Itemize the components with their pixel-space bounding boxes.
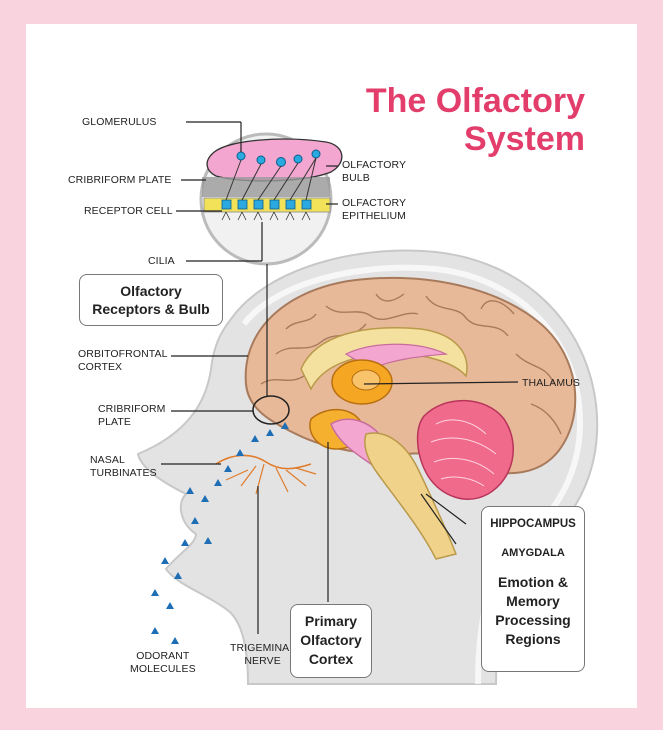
label-cribriform-plate: CRIBRIFORM PLATE [98,403,166,429]
label-glomerulus: GLOMERULUS [82,116,157,129]
box-primary-olfactory-cortex: Primary Olfactory Cortex [290,604,372,678]
label-receptor-cell: RECEPTOR CELL [84,205,173,218]
label-amygdala: AMYGDALA [482,546,584,561]
label-odorant-molecules: ODORANT MOLECULES [130,650,196,676]
box-olfactory-receptors-bulb: Olfactory Receptors & Bulb [79,274,223,326]
label-orbitofrontal-cortex: ORBITOFRONTAL CORTEX [78,348,168,374]
label-cribriform-plate-inset: CRIBRIFORM PLATE [68,174,172,187]
label-cilia: CILIA [148,255,175,268]
title-line-2: System [366,120,585,158]
diagram-frame: The Olfactory System GLOMERULUS CRIBRIFO… [26,24,637,708]
label-olfactory-bulb: OLFACTORY BULB [342,159,406,185]
page-title: The Olfactory System [366,82,585,158]
title-line-1: The Olfactory [366,82,585,120]
label-olfactory-epithelium: OLFACTORY EPITHELIUM [342,197,406,223]
label-trigeminal-nerve: TRIGEMINAL NERVE [230,642,295,668]
label-nasal-turbinates: NASAL TURBINATES [90,454,157,480]
label-hippocampus: HIPPOCAMPUS [482,517,584,532]
thalamus-inner [352,370,380,390]
label-thalamus: THALAMUS [522,377,580,390]
inset-olfactory-bulb [207,139,342,181]
box-emotion-memory-regions: HIPPOCAMPUS AMYGDALA Emotion & Memory Pr… [481,506,585,672]
